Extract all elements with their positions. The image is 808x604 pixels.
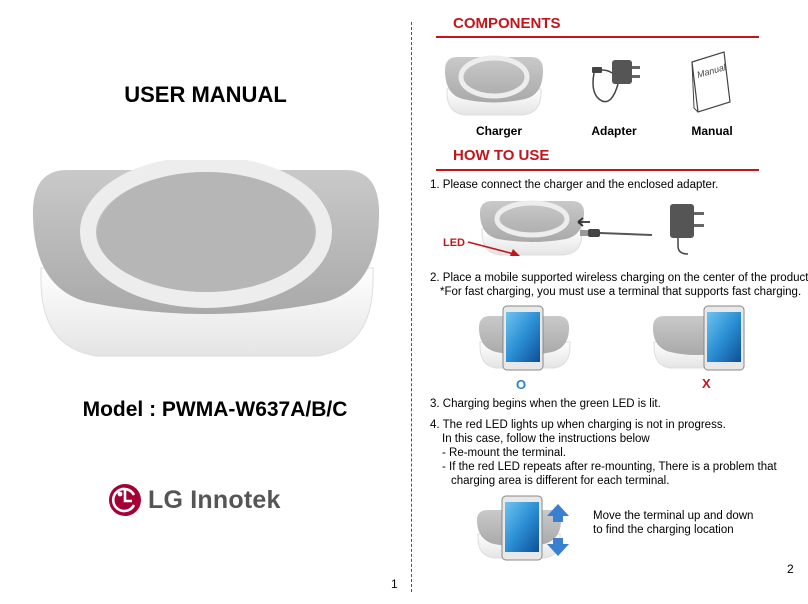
wrong-mark: X: [702, 376, 711, 391]
step-2-text: 2. Place a mobile supported wireless cha…: [430, 272, 808, 284]
manual-icon: Manual: [691, 51, 731, 113]
component-label-charger: Charger: [475, 124, 522, 138]
manual-title: USER MANUAL: [124, 82, 287, 107]
move-hint-line-2: to find the charging location: [593, 524, 734, 536]
brand-name: LG Innotek: [148, 485, 281, 514]
component-label-adapter: Adapter: [591, 124, 637, 138]
page-divider: [411, 22, 412, 592]
correct-placement-image: [478, 305, 571, 371]
how-to-use-rule: [436, 169, 759, 171]
adapter-icon: [592, 60, 640, 103]
component-label-manual: Manual: [691, 124, 733, 138]
step-4-line-1: 4. The red LED lights up when charging i…: [430, 419, 726, 431]
how-to-use-heading: HOW TO USE: [453, 147, 550, 164]
lg-face-logo-icon: [109, 484, 141, 516]
brand-logo: LG Innotek: [108, 482, 281, 518]
led-pointer-arrow-icon: [467, 241, 520, 256]
step-3-text: 3. Charging begins when the green LED is…: [430, 398, 661, 410]
components-rule: [436, 36, 759, 38]
step-4-line-2: In this case, follow the instructions be…: [442, 433, 650, 445]
model-number: Model : PWMA-W637A/B/C: [82, 398, 348, 421]
move-hint-line-1: Move the terminal up and down: [593, 510, 754, 522]
page-number-right: 2: [787, 562, 794, 576]
step-4-line-3: - Re-mount the terminal.: [442, 447, 566, 459]
step-1-text: 1. Please connect the charger and the en…: [430, 179, 719, 191]
correct-mark: O: [516, 377, 527, 392]
wrong-placement-image: [652, 305, 745, 371]
page-number-left: 1: [391, 577, 398, 591]
charger-product-image: [32, 160, 380, 357]
components-heading: COMPONENTS: [453, 15, 561, 32]
up-down-arrow-icon: [547, 504, 569, 556]
move-terminal-image: [476, 495, 569, 561]
led-label: LED: [443, 237, 465, 249]
adapter-image: [670, 204, 704, 255]
step-4-line-4: - If the red LED repeats after re-mounti…: [442, 461, 777, 473]
charger-with-led-image: [479, 200, 585, 256]
step-2-note: *For fast charging, you must use a termi…: [440, 286, 802, 298]
step-4-line-5: charging area is different for each term…: [451, 475, 670, 487]
charger-icon: [444, 55, 544, 116]
usb-cable-image: [577, 217, 653, 237]
